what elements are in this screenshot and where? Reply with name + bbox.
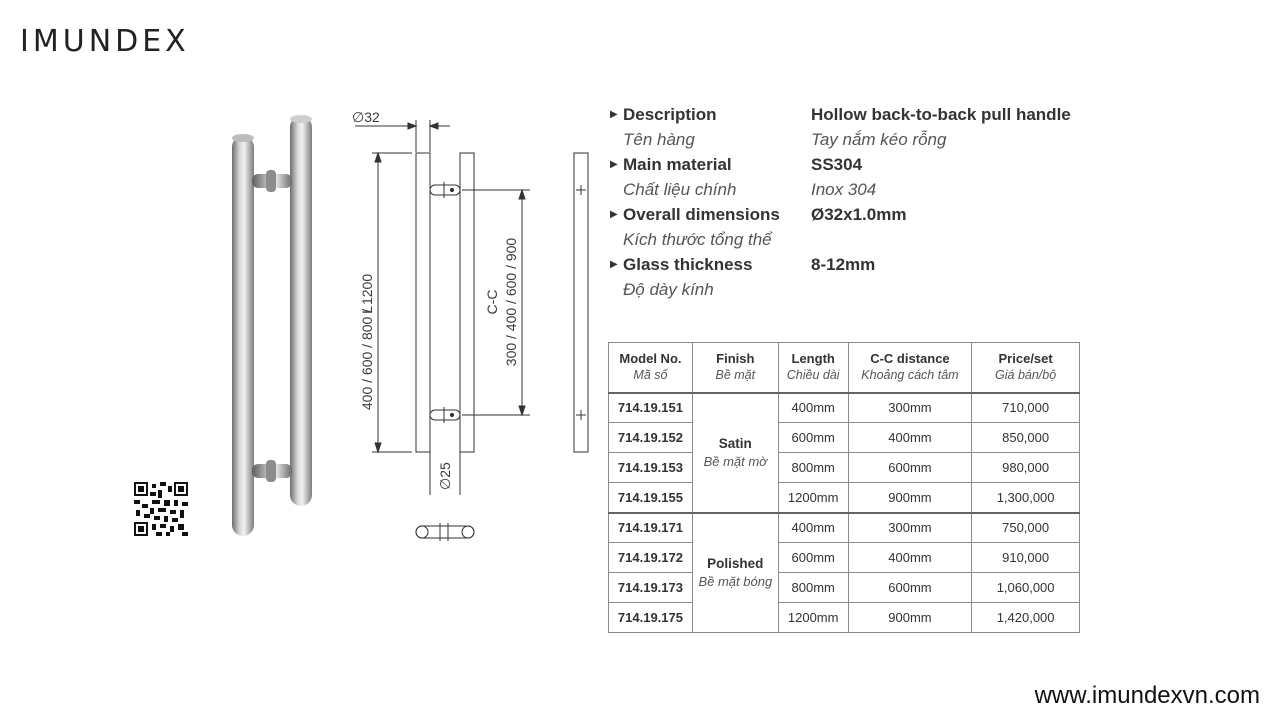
price-cell: 910,000 bbox=[971, 542, 1080, 573]
table-row: 714.19.172 600mm 400mm 910,000 bbox=[608, 542, 1080, 573]
model-cell: 714.19.151 bbox=[608, 392, 693, 423]
length-cell: 1200mm bbox=[777, 482, 849, 513]
spec-value-vi: Inox 304 bbox=[811, 180, 877, 199]
spec-label-vi: Tên hàng bbox=[623, 130, 695, 149]
cc-cell: 600mm bbox=[847, 452, 973, 483]
side-diameter-value: 25 bbox=[437, 462, 453, 478]
spec-description: ▶ Description Hollow back-to-back pull ha… bbox=[610, 102, 1170, 152]
spec-dimensions: ▶ Overall dimensions Ø32x1.0mm Kích thước… bbox=[610, 202, 1170, 252]
bullet-arrow-icon: ▶ bbox=[610, 259, 618, 270]
spec-label: Description bbox=[623, 105, 717, 124]
price-cell: 1,300,000 bbox=[971, 482, 1080, 513]
spec-value-vi: Tay nắm kéo rỗng bbox=[811, 130, 947, 149]
spec-value: Hollow back-to-back pull handle bbox=[811, 105, 1071, 124]
table-row: 714.19.152 600mm 400mm 850,000 bbox=[608, 422, 1080, 453]
length-cell: 1200mm bbox=[777, 602, 849, 633]
length-label: L bbox=[359, 306, 375, 314]
cc-cell: 300mm bbox=[847, 512, 973, 543]
spec-list: ▶ Description Hollow back-to-back pull ha… bbox=[610, 102, 1170, 302]
spec-label-vi: Độ dày kính bbox=[623, 280, 714, 299]
bullet-arrow-icon: ▶ bbox=[610, 159, 618, 170]
header-model: Model No.Mã số bbox=[608, 342, 693, 393]
price-cell: 1,420,000 bbox=[971, 602, 1080, 633]
price-cell: 1,060,000 bbox=[971, 572, 1080, 603]
bullet-arrow-icon: ▶ bbox=[610, 209, 618, 220]
length-cell: 400mm bbox=[777, 512, 849, 543]
technical-drawing: ∅32 L 400 / 600 / 800 / 1200 C-C 300 / 4… bbox=[352, 109, 589, 541]
cc-cell: 400mm bbox=[847, 542, 973, 573]
cc-cell: 300mm bbox=[847, 392, 973, 423]
table-row: 714.19.173 800mm 600mm 1,060,000 bbox=[608, 572, 1080, 603]
length-cell: 400mm bbox=[777, 392, 849, 423]
length-cell: 800mm bbox=[777, 572, 849, 603]
spec-label-vi: Kích thước tổng thể bbox=[623, 230, 772, 249]
cc-cell: 900mm bbox=[847, 602, 973, 633]
product-image bbox=[232, 115, 312, 536]
svg-text:∅32: ∅32 bbox=[352, 109, 380, 125]
table-row: 714.19.153 800mm 600mm 980,000 bbox=[608, 452, 1080, 483]
qr-code bbox=[134, 482, 188, 536]
model-cell: 714.19.173 bbox=[608, 572, 693, 603]
price-cell: 750,000 bbox=[971, 512, 1080, 543]
model-cell: 714.19.175 bbox=[608, 602, 693, 633]
svg-text:∅25: ∅25 bbox=[437, 462, 453, 490]
table-row: 714.19.155 1200mm 900mm 1,300,000 bbox=[608, 482, 1080, 513]
length-cell: 800mm bbox=[777, 452, 849, 483]
model-cell: 714.19.152 bbox=[608, 422, 693, 453]
spec-label-vi: Chất liệu chính bbox=[623, 180, 737, 199]
model-cell: 714.19.171 bbox=[608, 512, 693, 543]
top-diameter-value: 32 bbox=[364, 109, 380, 125]
cc-cell: 900mm bbox=[847, 482, 973, 513]
price-cell: 850,000 bbox=[971, 422, 1080, 453]
price-cell: 710,000 bbox=[971, 392, 1080, 423]
model-cell: 714.19.155 bbox=[608, 482, 693, 513]
spec-glass: ▶ Glass thickness 8-12mm Độ dày kính bbox=[610, 252, 1170, 302]
spec-label: Glass thickness bbox=[623, 255, 753, 274]
cc-cell: 400mm bbox=[847, 422, 973, 453]
model-cell: 714.19.172 bbox=[608, 542, 693, 573]
side-diameter-symbol: ∅ bbox=[437, 478, 453, 490]
length-cell: 600mm bbox=[777, 422, 849, 453]
table-row: 714.19.175 1200mm 900mm 1,420,000 bbox=[608, 602, 1080, 633]
price-cell: 980,000 bbox=[971, 452, 1080, 483]
website-link[interactable]: www.imundexvn.com bbox=[1034, 682, 1260, 709]
spec-label: Main material bbox=[623, 155, 732, 174]
spec-material: ▶ Main material SS304 Chất liệu chính Ino… bbox=[610, 152, 1170, 202]
spec-label: Overall dimensions bbox=[623, 205, 780, 224]
length-cell: 600mm bbox=[777, 542, 849, 573]
model-cell: 714.19.153 bbox=[608, 452, 693, 483]
spec-value: Ø32x1.0mm bbox=[811, 205, 907, 224]
length-values: 400 / 600 / 800 / 1200 bbox=[359, 274, 375, 410]
brand-logo: IMUNDEX bbox=[20, 24, 190, 59]
diameter-symbol: ∅ bbox=[352, 109, 364, 125]
spec-value: SS304 bbox=[811, 155, 863, 174]
cc-label: C-C bbox=[484, 290, 500, 315]
cc-values: 300 / 400 / 600 / 900 bbox=[503, 238, 519, 367]
cc-cell: 600mm bbox=[847, 572, 973, 603]
spec-value: 8-12mm bbox=[811, 255, 876, 274]
bullet-arrow-icon: ▶ bbox=[610, 109, 618, 120]
